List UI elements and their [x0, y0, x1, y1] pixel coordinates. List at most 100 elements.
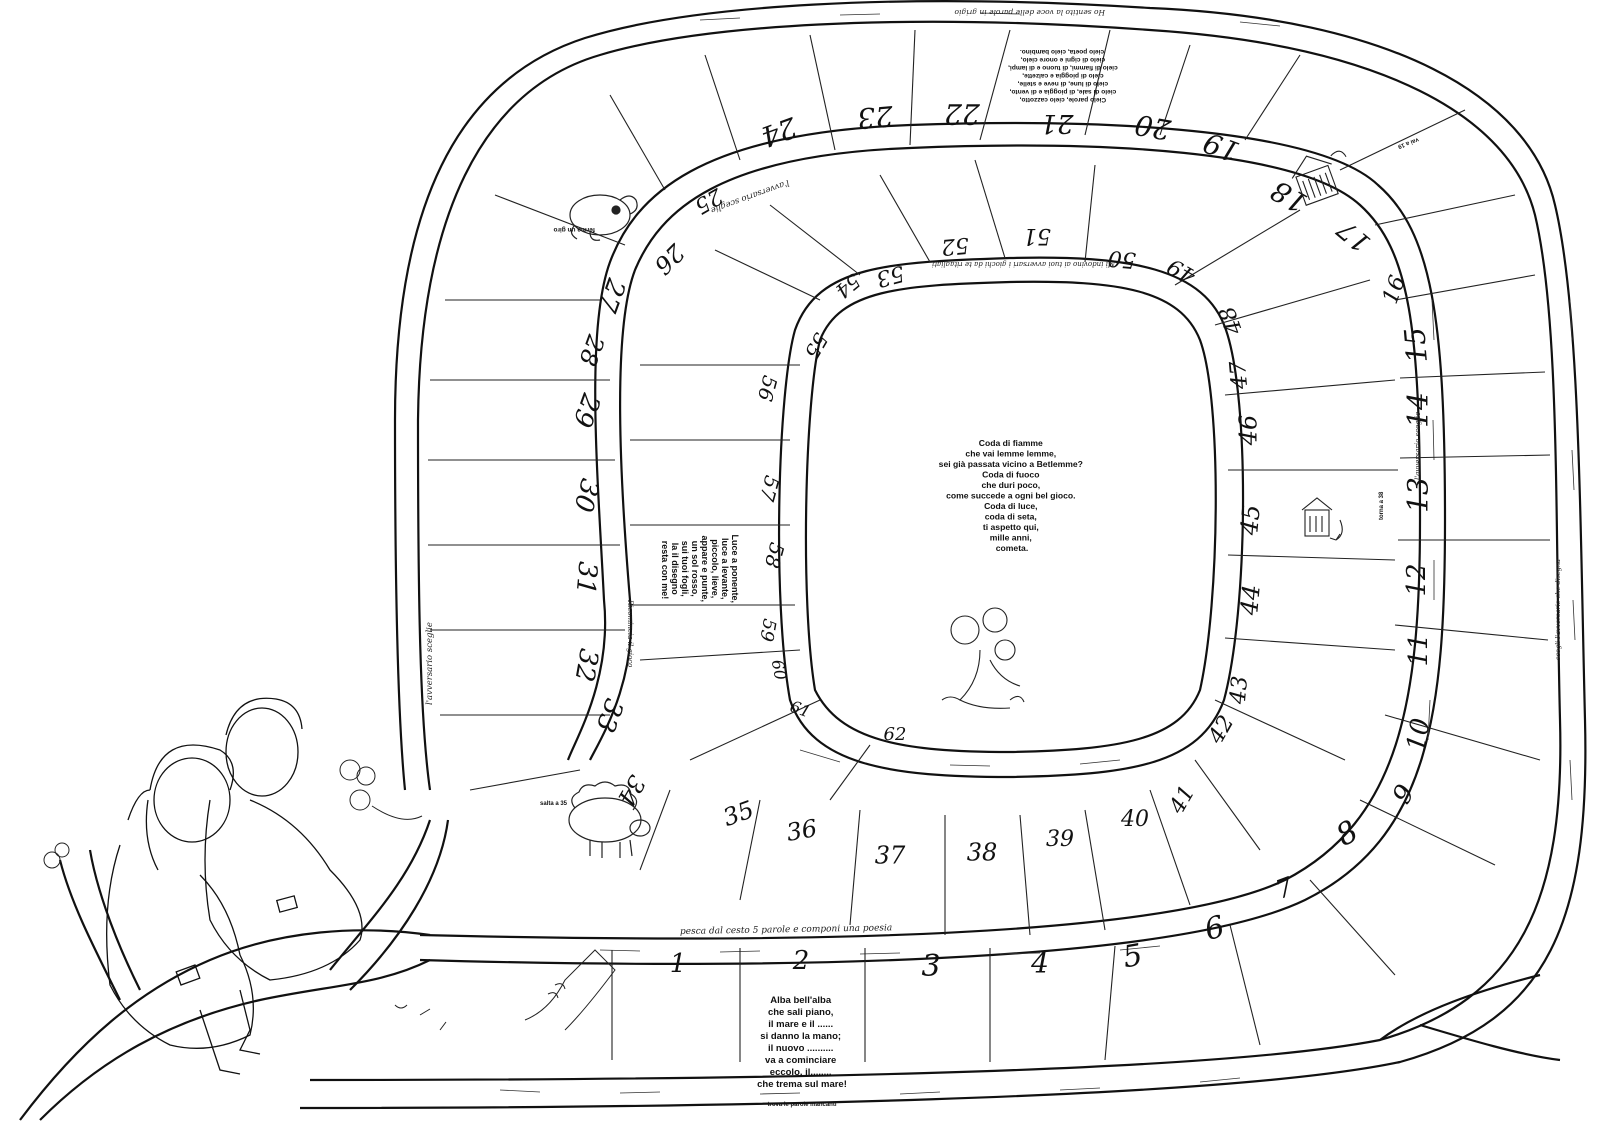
- square-number-14: 14: [1402, 392, 1435, 428]
- poem-21-line: cielo di sale, di pioggia e di vento,: [1009, 88, 1116, 95]
- square-number-3: 3: [921, 949, 940, 984]
- square-number-15: 15: [1398, 326, 1434, 364]
- poem-58-line: appare e punte,: [700, 535, 710, 602]
- poem-center-line: coda di seta,: [985, 512, 1037, 522]
- poem-58-line: resta con me!: [660, 541, 670, 600]
- square-number-2: 2: [792, 946, 810, 976]
- board-square-5[interactable]: [1105, 930, 1161, 986]
- board-square-38[interactable]: [954, 826, 1010, 882]
- board-square-9[interactable]: [1377, 767, 1433, 823]
- board-square-40[interactable]: [1107, 792, 1163, 848]
- board-square-39[interactable]: [1032, 812, 1088, 868]
- poem-center-line: Coda di luce,: [984, 501, 1037, 511]
- board-square-44[interactable]: [1224, 572, 1280, 628]
- note-outer-left-band: l'avversario sceglie: [425, 622, 435, 705]
- board-square-18[interactable]: [1262, 167, 1318, 223]
- note-square-45: torna a 38: [1379, 491, 1385, 520]
- board-square-22[interactable]: [934, 84, 990, 140]
- poem-58-line: un sol rosso,: [690, 541, 700, 597]
- board-square-47[interactable]: [1212, 347, 1268, 403]
- board-square-20[interactable]: [1125, 97, 1181, 153]
- board-square-41[interactable]: [1155, 772, 1211, 828]
- poem-center-line: che vai lemme lemme,: [965, 449, 1056, 459]
- board-square-43[interactable]: [1212, 662, 1268, 718]
- square-number-59: 59: [755, 617, 780, 643]
- square-number-40: 40: [1120, 807, 1149, 832]
- board-square-4[interactable]: [1012, 937, 1068, 993]
- poem-center-line: ti aspetto qui,: [983, 522, 1039, 532]
- children-illustration: [106, 697, 363, 1075]
- board-square-46[interactable]: [1222, 402, 1278, 458]
- square-number-12: 12: [1402, 563, 1432, 596]
- square-number-10: 10: [1401, 716, 1436, 754]
- board-square-48[interactable]: [1204, 292, 1260, 348]
- poem-58-line: luce a levante,: [720, 538, 730, 600]
- board-square-50[interactable]: [1094, 230, 1150, 286]
- poem-21-line: cielo di fiammi, di tuono e di lampi,: [1008, 64, 1118, 71]
- square-number-13: 13: [1402, 477, 1435, 513]
- board-square-33[interactable]: [580, 687, 636, 743]
- board-square-52[interactable]: [927, 217, 983, 273]
- square-number-46: 46: [1235, 415, 1263, 447]
- board-square-58[interactable]: [745, 527, 801, 583]
- poem-center: Coda di fiamme che vai lemme lemme, sei …: [939, 438, 1083, 553]
- board-square-7[interactable]: [1257, 862, 1313, 918]
- board-square-54[interactable]: [819, 257, 875, 313]
- board-square-27[interactable]: [582, 267, 638, 323]
- board-square-6[interactable]: [1187, 902, 1243, 958]
- board-square-16[interactable]: [1367, 262, 1423, 318]
- square-number-60: 60: [768, 658, 790, 681]
- board-square-12[interactable]: [1390, 552, 1446, 608]
- board-square-51[interactable]: [1009, 207, 1065, 263]
- square-number-43: 43: [1226, 675, 1253, 706]
- board-square-23[interactable]: [847, 87, 903, 143]
- board-square-32[interactable]: [557, 637, 613, 693]
- board-square-36[interactable]: [774, 804, 830, 860]
- svg-text:Cielo parole, cielo cazzotto,: Cielo parole, cielo cazzotto, cielo di s…: [1006, 48, 1117, 103]
- poem-2-line: si danno la mano;: [760, 1031, 841, 1042]
- board-square-30[interactable]: [557, 467, 613, 523]
- square-number-31: 31: [570, 560, 603, 596]
- board-square-35[interactable]: [711, 787, 767, 843]
- square-number-22: 22: [944, 98, 981, 131]
- board-square-56[interactable]: [738, 360, 794, 416]
- board-square-45[interactable]: [1224, 492, 1280, 548]
- note-square-18: vai a 19: [1396, 136, 1419, 149]
- poem-square-2: Alba bell'alba che sali piano, il mare e…: [757, 995, 847, 1108]
- board-square-28[interactable]: [562, 322, 618, 378]
- poem-2-line: Alba bell'alba: [770, 995, 832, 1006]
- board-square-25[interactable]: [680, 172, 736, 228]
- square-2-footer: trova le parole mancanti: [767, 1102, 836, 1108]
- board-square-37[interactable]: [862, 829, 918, 885]
- board-square-15[interactable]: [1390, 317, 1446, 373]
- board-square-55[interactable]: [787, 317, 843, 373]
- board-square-31[interactable]: [557, 550, 613, 606]
- board-square-62[interactable]: [867, 707, 923, 763]
- board-square-24[interactable]: [750, 102, 806, 158]
- board-square-8[interactable]: [1320, 807, 1376, 863]
- board-square-34[interactable]: [602, 762, 658, 818]
- poem-2-line: va a cominciare: [765, 1055, 836, 1066]
- board-square-3[interactable]: [903, 940, 959, 996]
- board-square-13[interactable]: [1392, 467, 1448, 523]
- square-number-23: 23: [856, 99, 895, 135]
- poem-21-line: cielo di cigni e onore cielo,: [1021, 56, 1105, 63]
- poem-21-line: cielo di lune, di neve e stelle,: [1017, 80, 1108, 87]
- board-square-10[interactable]: [1392, 707, 1448, 763]
- board-square-57[interactable]: [740, 460, 796, 516]
- board-square-19[interactable]: [1194, 117, 1250, 173]
- square-number-47: 47: [1226, 360, 1253, 391]
- board-square-11[interactable]: [1392, 622, 1448, 678]
- poem-58-line: piccolo, lieve,: [710, 539, 720, 598]
- board-square-2[interactable]: [773, 934, 829, 990]
- poem-square-58: Luce a ponente, luce a levante, piccolo,…: [660, 534, 740, 603]
- board-square-17[interactable]: [1327, 207, 1383, 263]
- board-square-29[interactable]: [557, 382, 613, 438]
- square-number-50: 50: [1107, 245, 1137, 272]
- board-square-21[interactable]: [1029, 94, 1085, 150]
- board-square-61[interactable]: [772, 682, 828, 738]
- board-square-26[interactable]: [640, 230, 696, 286]
- board-square-14[interactable]: [1392, 382, 1448, 438]
- board-square-1[interactable]: [650, 937, 706, 993]
- board-square-49[interactable]: [1154, 242, 1210, 298]
